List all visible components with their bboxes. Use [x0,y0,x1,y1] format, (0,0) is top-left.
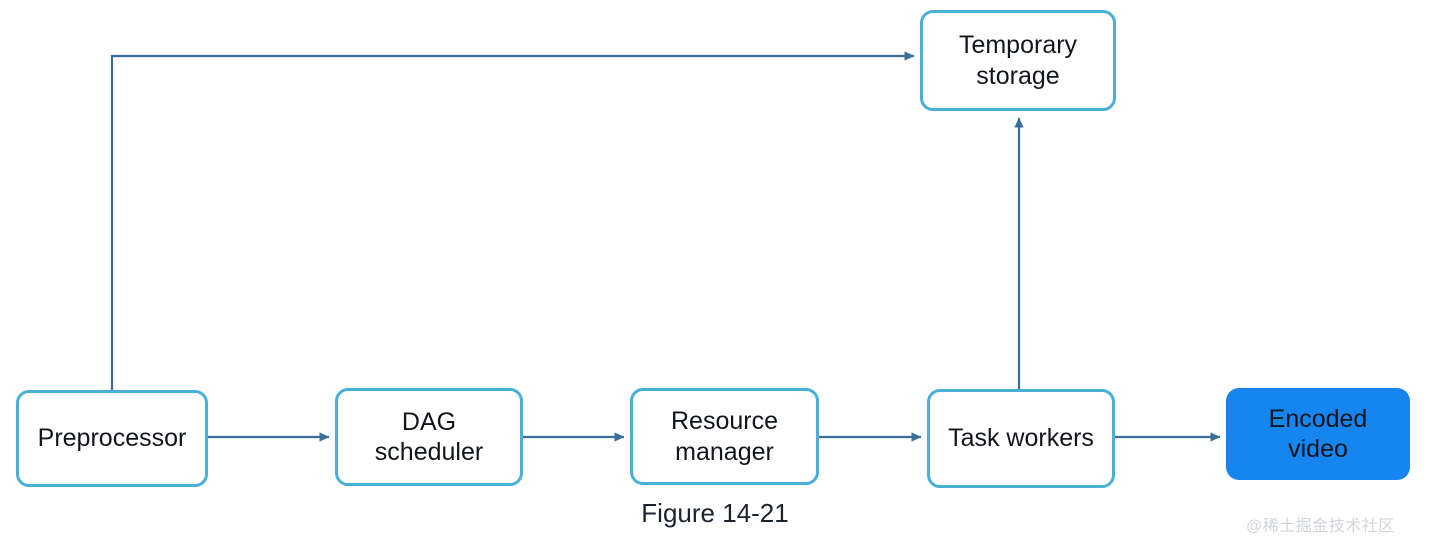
node-task-workers[interactable]: Task workers [927,389,1115,488]
watermark: @稀土掘金技术社区 [1246,518,1395,535]
edge-preprocessor-to-temporary-storage [110,51,915,390]
node-temporary-storage[interactable]: Temporary storage [920,10,1116,111]
node-resource-manager[interactable]: Resource manager [630,388,819,485]
figure-caption: Figure 14-21 [641,498,789,528]
node-preprocessor[interactable]: Preprocessor [16,390,208,487]
node-encoded-video[interactable]: Encoded video [1226,388,1410,480]
node-dag-scheduler[interactable]: DAG scheduler [335,388,523,486]
